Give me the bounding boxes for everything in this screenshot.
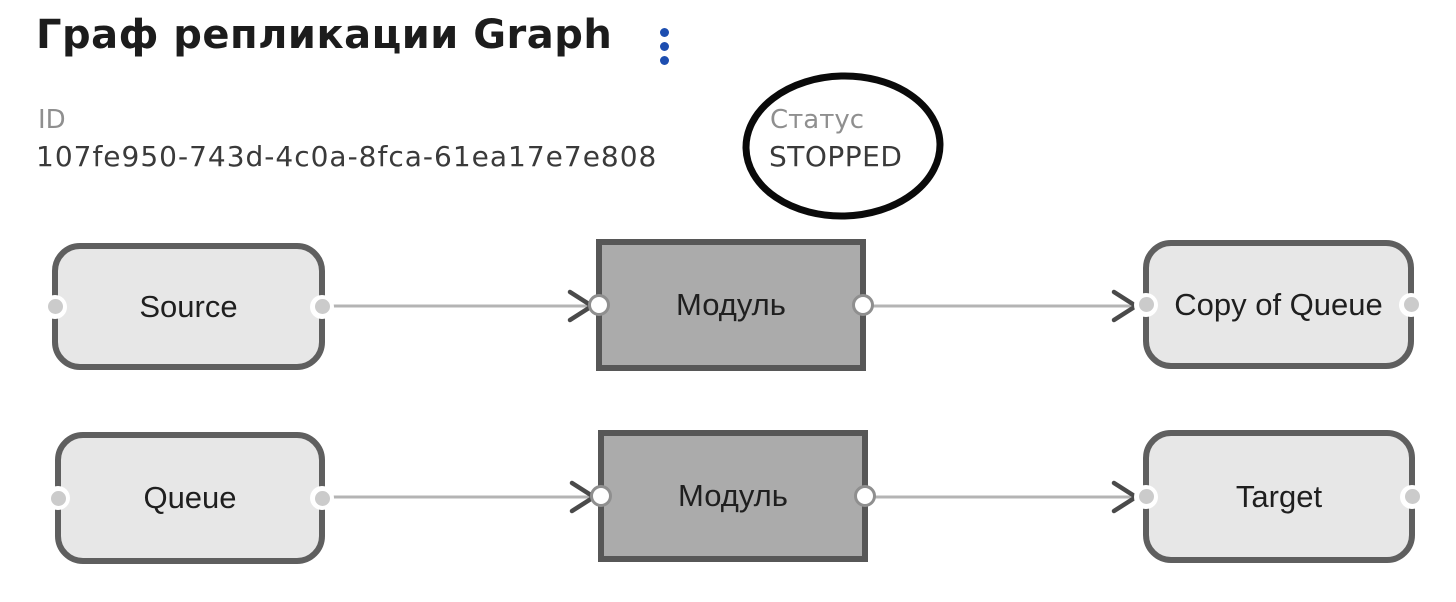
node-label: Модуль bbox=[676, 287, 786, 322]
port-out[interactable] bbox=[854, 485, 876, 507]
node-label: Модуль bbox=[678, 478, 788, 513]
kebab-menu-icon[interactable] bbox=[650, 22, 678, 70]
node-label: Queue bbox=[143, 480, 237, 515]
node-copy-of-queue[interactable]: Copy of Queue bbox=[1134, 240, 1423, 369]
kebab-dot bbox=[659, 27, 669, 37]
page-title: Граф репликации Graph bbox=[36, 12, 613, 58]
node-label: Source bbox=[139, 288, 238, 324]
node-module-2[interactable]: Модуль bbox=[590, 430, 876, 562]
port-out[interactable] bbox=[310, 486, 334, 510]
port-in[interactable] bbox=[588, 294, 610, 316]
port-out[interactable] bbox=[852, 294, 874, 316]
port-out[interactable] bbox=[1399, 292, 1423, 317]
node-label: Target bbox=[1235, 478, 1323, 514]
port-in[interactable] bbox=[46, 486, 70, 510]
id-value: 107fe950-743d-4c0a-8fca-61ea17e7e808 bbox=[36, 140, 658, 173]
port-in[interactable] bbox=[1134, 484, 1158, 509]
node-target[interactable]: Target bbox=[1134, 430, 1424, 563]
node-module-1[interactable]: Модуль bbox=[588, 239, 874, 371]
node-label: Copy of Queue bbox=[1174, 286, 1383, 322]
port-in[interactable] bbox=[43, 294, 67, 319]
id-label: ID bbox=[38, 105, 66, 135]
port-out[interactable] bbox=[310, 294, 334, 319]
node-queue[interactable]: Queue bbox=[46, 432, 334, 564]
port-in[interactable] bbox=[1134, 292, 1158, 317]
port-out[interactable] bbox=[1400, 484, 1424, 509]
port-in[interactable] bbox=[590, 485, 612, 507]
kebab-dot bbox=[659, 41, 669, 51]
kebab-dot bbox=[659, 55, 669, 65]
node-source[interactable]: Source bbox=[43, 243, 334, 370]
